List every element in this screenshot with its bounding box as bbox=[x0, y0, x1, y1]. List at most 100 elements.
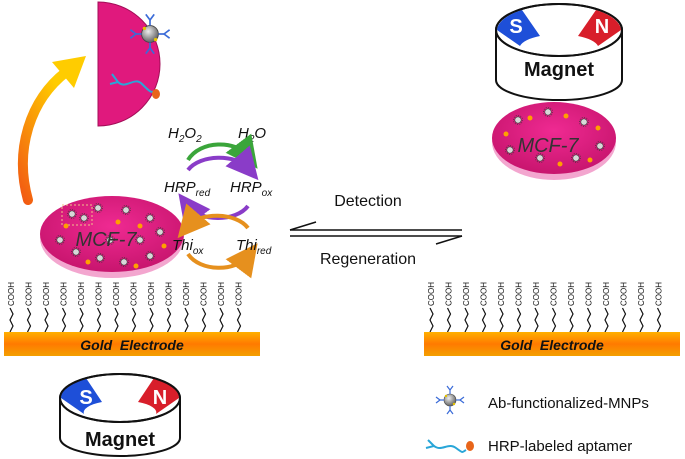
cooh-label: COOH bbox=[112, 282, 121, 306]
chain-line bbox=[131, 307, 137, 333]
chain-line bbox=[61, 307, 67, 333]
chain-line bbox=[464, 307, 469, 333]
magnet-bottom: S N Magnet bbox=[59, 373, 181, 457]
cooh-label: COOH bbox=[60, 282, 69, 306]
redox-cycle: H2O2 H2O HRPred HRPox Thiox Thired bbox=[164, 125, 273, 279]
chain-line bbox=[79, 307, 84, 333]
cell-right-label: MCF-7 bbox=[517, 135, 579, 157]
electrode-left: COOH COOH COOH COOH COOH COOH COOH COOH COOH COOH… bbox=[4, 282, 260, 356]
chain-line bbox=[96, 307, 102, 333]
chain-line bbox=[604, 307, 609, 333]
magnet-bottom-south-label: S bbox=[79, 387, 92, 409]
label-thi-red: Thired bbox=[236, 237, 272, 257]
cooh-label: COOH bbox=[427, 282, 436, 306]
cooh-label: COOH bbox=[25, 282, 34, 306]
chain-line bbox=[219, 307, 224, 333]
cooh-label: COOH bbox=[42, 282, 51, 306]
chain-line bbox=[534, 307, 539, 333]
legend-label-0: Ab-functionalized-MNPs bbox=[488, 395, 649, 412]
cell-right-particles bbox=[503, 107, 605, 167]
cooh-label: COOH bbox=[515, 282, 524, 306]
cooh-label: COOH bbox=[497, 282, 506, 306]
chain-line bbox=[166, 307, 172, 333]
orange-arrow-bottom bbox=[186, 243, 258, 279]
cooh-label: COOH bbox=[567, 282, 576, 306]
chain-line bbox=[481, 307, 487, 333]
cooh-label: COOH bbox=[532, 282, 541, 306]
cooh-label: COOH bbox=[182, 282, 191, 306]
chain-line bbox=[446, 307, 452, 333]
cell-left-particles bbox=[55, 203, 167, 269]
chain-line bbox=[201, 307, 207, 333]
cooh-label: COOH bbox=[200, 282, 209, 306]
cooh-label: COOH bbox=[130, 282, 139, 306]
cooh-chains-right: COOH COOH COOH COOH COOH COOH COOH COOH COOH COOH… bbox=[427, 282, 664, 333]
electrode-right-label: Gold Electrode bbox=[500, 337, 604, 353]
chain-line bbox=[639, 307, 644, 333]
cooh-label: COOH bbox=[620, 282, 629, 306]
chain-line bbox=[44, 307, 49, 333]
hrp-aptamer-icon bbox=[425, 439, 474, 453]
legend-label-1: HRP-labeled aptamer bbox=[488, 438, 632, 455]
magnify-arrow bbox=[17, 56, 86, 205]
chain-line bbox=[26, 307, 32, 333]
cooh-chains-left: COOH COOH COOH COOH COOH COOH COOH COOH COOH COOH… bbox=[7, 282, 244, 333]
equilibrium-arrows: Detection Regeneration bbox=[289, 193, 463, 268]
electrode-right: COOH COOH COOH COOH COOH COOH COOH COOH COOH COOH… bbox=[424, 282, 680, 356]
magnet-top-south-label: S bbox=[509, 16, 522, 38]
cooh-label: COOH bbox=[462, 282, 471, 306]
chain-line bbox=[516, 307, 522, 333]
cooh-label: COOH bbox=[602, 282, 611, 306]
chain-line bbox=[429, 307, 434, 333]
ab-mnp-icon bbox=[435, 385, 465, 415]
cooh-label: COOH bbox=[480, 282, 489, 306]
cell-left-label: MCF-7 bbox=[75, 229, 137, 251]
detection-label: Detection bbox=[334, 193, 402, 210]
cooh-label: COOH bbox=[550, 282, 559, 306]
cooh-label: COOH bbox=[217, 282, 226, 306]
magnet-top-north-label: N bbox=[595, 16, 609, 38]
chain-line bbox=[586, 307, 592, 333]
label-h2o2: H2O2 bbox=[168, 125, 202, 145]
magnet-top-label: Magnet bbox=[524, 59, 594, 81]
cooh-label: COOH bbox=[637, 282, 646, 306]
cooh-label: COOH bbox=[655, 282, 664, 306]
chain-line bbox=[499, 307, 504, 333]
chain-line bbox=[621, 307, 627, 333]
electrode-left-label: Gold Electrode bbox=[80, 337, 184, 353]
cooh-label: COOH bbox=[77, 282, 86, 306]
cooh-label: COOH bbox=[235, 282, 244, 306]
magnet-bottom-label: Magnet bbox=[85, 429, 155, 451]
chain-line bbox=[149, 307, 154, 333]
label-hrp-red: HRPred bbox=[164, 179, 211, 199]
chain-line bbox=[114, 307, 119, 333]
label-thi-ox: Thiox bbox=[172, 237, 204, 257]
cooh-label: COOH bbox=[585, 282, 594, 306]
chain-line bbox=[184, 307, 189, 333]
cooh-label: COOH bbox=[165, 282, 174, 306]
cooh-label: COOH bbox=[147, 282, 156, 306]
cell-right: MCF-7 bbox=[492, 102, 616, 180]
cell-left: MCF-7 bbox=[40, 196, 184, 278]
cooh-label: COOH bbox=[95, 282, 104, 306]
legend: Ab-functionalized-MNPs HRP-labeled aptam… bbox=[425, 385, 649, 455]
chain-line bbox=[551, 307, 557, 333]
chain-line bbox=[9, 307, 14, 333]
regeneration-label: Regeneration bbox=[320, 251, 416, 268]
orange-arrow-top bbox=[177, 203, 250, 239]
zoom-selection-box bbox=[61, 204, 93, 226]
ab-mnp-zoom-icon bbox=[129, 13, 171, 55]
cooh-label: COOH bbox=[445, 282, 454, 306]
chain-line bbox=[656, 307, 662, 333]
label-hrp-ox: HRPox bbox=[230, 179, 273, 199]
purple-arrow-top bbox=[186, 145, 259, 181]
chain-line bbox=[569, 307, 574, 333]
magnet-bottom-north-label: N bbox=[153, 387, 167, 409]
cooh-label: COOH bbox=[7, 282, 16, 306]
chain-line bbox=[236, 307, 242, 333]
label-h2o: H2O bbox=[238, 125, 266, 145]
magnet-top: S N Magnet bbox=[495, 3, 623, 101]
zoomed-cell-inset bbox=[97, 1, 171, 127]
hrp-aptamer-zoom-icon bbox=[109, 73, 160, 99]
